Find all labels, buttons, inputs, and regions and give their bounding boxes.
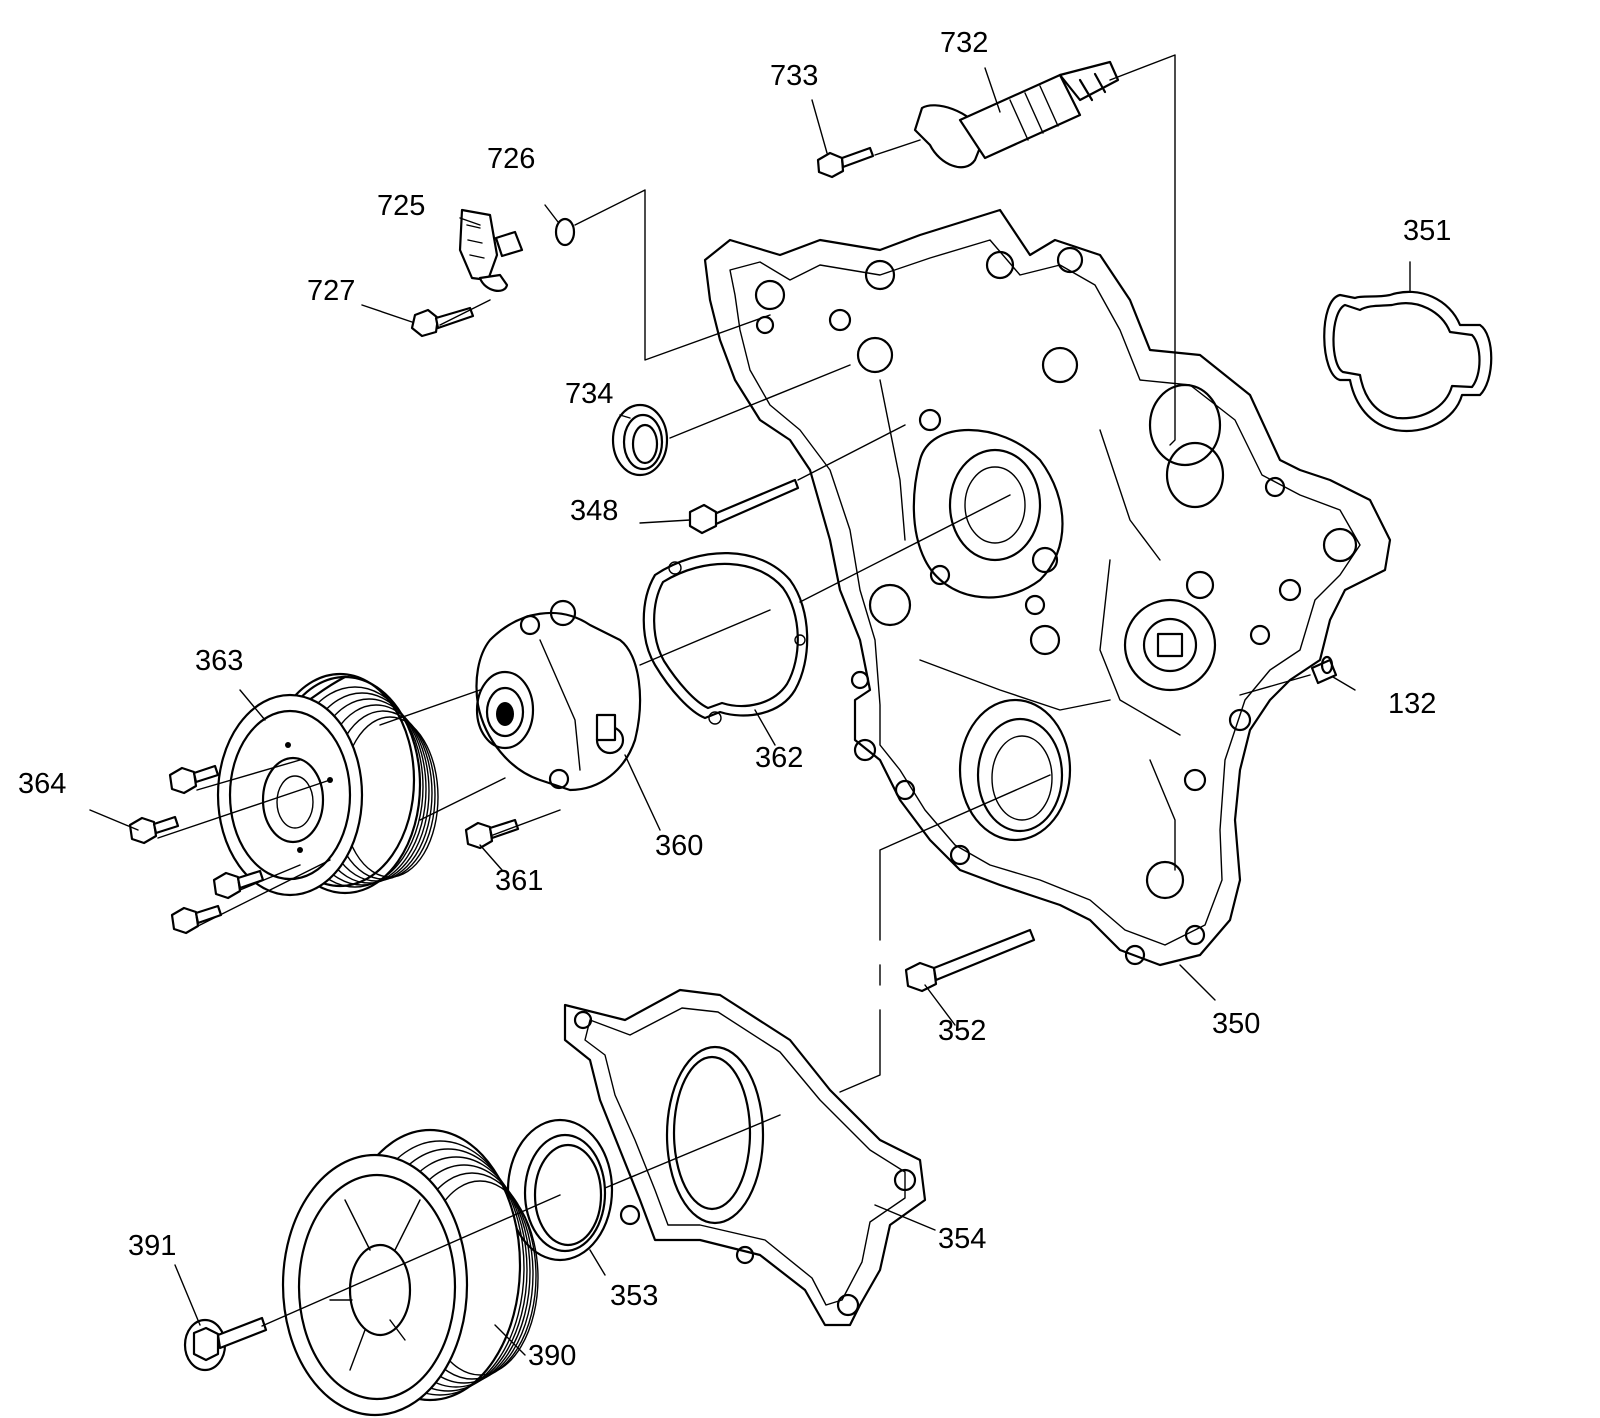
- bolt-727: [410, 306, 475, 338]
- seal-734: [611, 403, 669, 477]
- gasket-362: [642, 552, 809, 725]
- cover-bolt-holes: [754, 246, 1358, 966]
- callout-353: 353: [610, 1280, 658, 1312]
- bolt-391: [183, 1316, 268, 1372]
- callout-351: 351: [1403, 215, 1451, 247]
- callout-labels: 732 733 726 725 727 351 734 348 363 132 …: [18, 27, 1451, 1372]
- gasket-351: [1323, 290, 1493, 433]
- cover-354: [563, 988, 927, 1327]
- water-pump-360: [475, 599, 642, 792]
- solenoid-732: [913, 60, 1120, 169]
- callout-733: 733: [770, 60, 818, 92]
- callout-348: 348: [570, 495, 618, 527]
- seal-353: [506, 1118, 614, 1262]
- callout-725: 725: [377, 190, 425, 222]
- bolt-361: [464, 818, 520, 850]
- callout-132: 132: [1388, 688, 1436, 720]
- callout-361: 361: [495, 865, 543, 897]
- bolt-348: [688, 478, 800, 535]
- callout-362: 362: [755, 742, 803, 774]
- callout-390: 390: [528, 1340, 576, 1372]
- pulley-363: [216, 672, 439, 897]
- callout-360: 360: [655, 830, 703, 862]
- o-ring-726: [554, 217, 576, 247]
- bolt-352: [904, 928, 1036, 993]
- balancer-390: [281, 1128, 539, 1417]
- callout-727: 727: [307, 275, 355, 307]
- bolts-364: [128, 764, 265, 935]
- callout-364: 364: [18, 768, 66, 800]
- callout-363: 363: [195, 645, 243, 677]
- callout-391: 391: [128, 1230, 176, 1262]
- callout-350: 350: [1212, 1008, 1260, 1040]
- callout-732: 732: [940, 27, 988, 59]
- dowel-132: [1310, 655, 1338, 685]
- bolt-733: [816, 146, 875, 179]
- leader-lines: [89, 67, 1411, 1356]
- callout-354: 354: [938, 1223, 986, 1255]
- callout-352: 352: [938, 1015, 986, 1047]
- assembly-lines: [157, 54, 1311, 1327]
- callout-726: 726: [487, 143, 535, 175]
- callout-734: 734: [565, 378, 613, 410]
- sensor-725: [458, 208, 524, 292]
- front-cover-350: [703, 208, 1392, 967]
